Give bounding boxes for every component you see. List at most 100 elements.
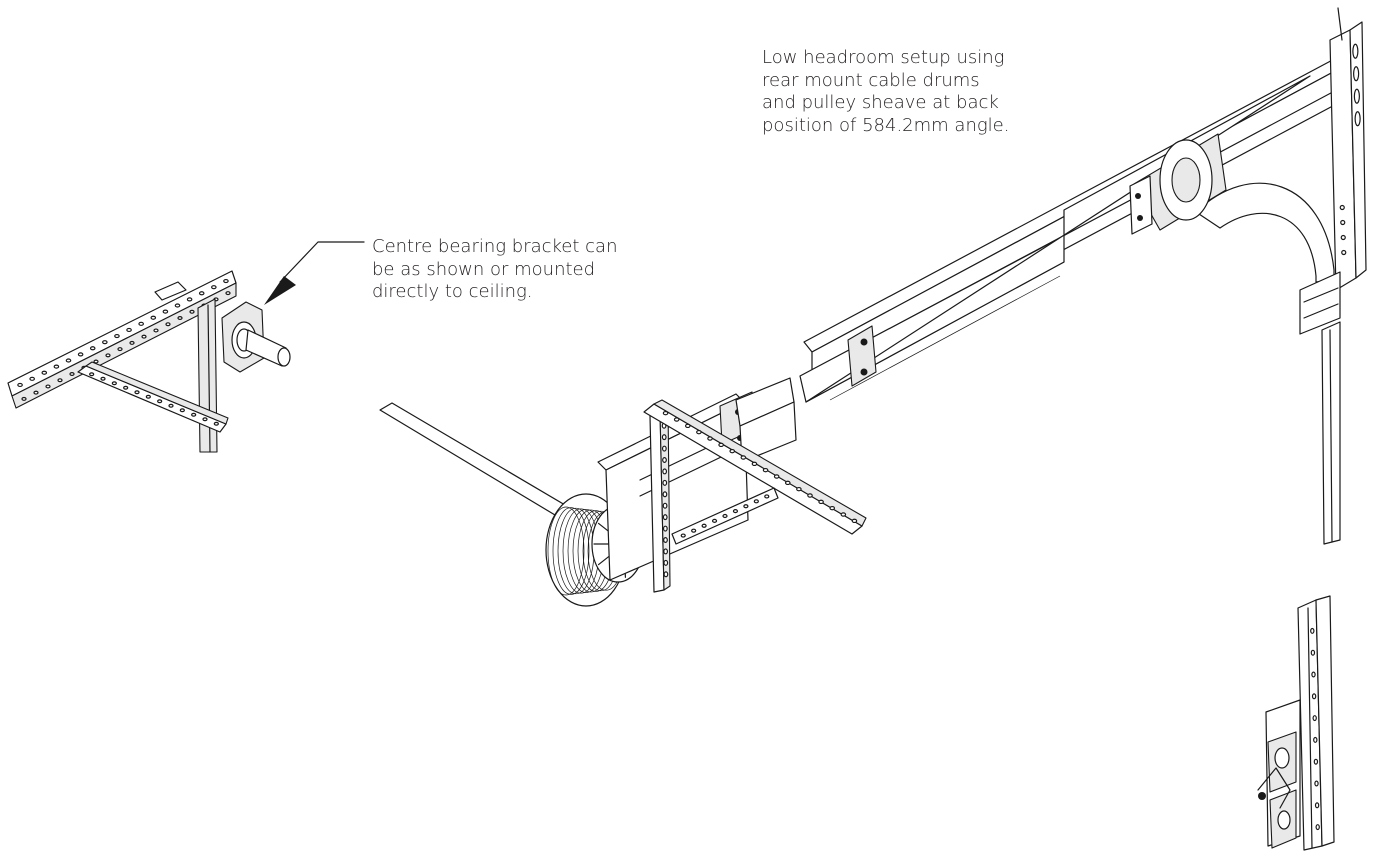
mounting-hole (65, 358, 72, 363)
mounting-hole (729, 448, 736, 454)
pulley-sheave (1129, 133, 1227, 235)
mounting-hole (145, 394, 151, 399)
mounting-hole (150, 315, 157, 320)
mounting-hole (225, 291, 231, 296)
bottom-bracket (1257, 627, 1320, 849)
mounting-hole (732, 509, 739, 514)
mounting-hole (191, 412, 197, 417)
mounting-hole (93, 359, 99, 364)
vertical-angle-post (649, 405, 671, 593)
mounting-hole (1353, 66, 1360, 82)
angle-strap-lower (671, 487, 779, 545)
mounting-hole (696, 429, 702, 435)
mounting-hole (105, 353, 111, 358)
mounting-hole (211, 285, 217, 290)
mounting-hole (198, 291, 205, 296)
vertical-track-upper (1321, 321, 1341, 545)
mounting-hole (751, 461, 758, 467)
mounting-hole (1341, 249, 1347, 256)
angle-strap-diagonal (643, 399, 867, 535)
mounting-hole (764, 494, 770, 499)
mounting-hole (179, 408, 185, 413)
mounting-hole (673, 417, 680, 422)
mounting-hole (165, 322, 171, 327)
splice-plate (847, 325, 877, 387)
mounting-hole (663, 536, 668, 543)
leader-arrowhead (264, 276, 296, 305)
mounting-hole (740, 455, 747, 460)
mounting-hole (1313, 736, 1318, 743)
mounting-hole (762, 467, 769, 473)
mounting-hole (662, 468, 668, 475)
mounting-hole (840, 512, 847, 517)
mounting-hole (41, 370, 48, 375)
mounting-hole (17, 382, 23, 388)
mounting-hole (100, 376, 106, 381)
mounting-hole (157, 399, 163, 404)
mounting-hole (1310, 649, 1316, 656)
mounting-hole (189, 309, 195, 314)
mounting-hole (177, 316, 183, 321)
mounting-hole (1314, 780, 1319, 787)
mounting-hole (818, 499, 824, 505)
mounting-hole (773, 474, 780, 479)
mounting-hole (1340, 219, 1346, 226)
mounting-hole (662, 502, 668, 509)
mounting-hole (1312, 715, 1317, 722)
mounting-hole (186, 297, 193, 302)
leader-line-centre (264, 241, 365, 305)
mounting-hole (202, 417, 208, 422)
angle-strap-long (7, 270, 237, 409)
mounting-hole (661, 445, 667, 452)
drum-groove (552, 507, 590, 595)
mounting-hole (743, 504, 749, 509)
mounting-hole (1340, 234, 1346, 241)
mounting-hole (111, 381, 117, 386)
mounting-hole (753, 499, 759, 504)
torsion-shaft (379, 402, 583, 525)
mounting-hole (69, 372, 75, 377)
mounting-hole (663, 559, 669, 566)
curved-track (1195, 182, 1341, 335)
mounting-hole (162, 309, 169, 314)
mounting-hole (89, 346, 96, 351)
mounting-hole (711, 518, 718, 523)
mounting-hole (126, 327, 132, 333)
mounting-hole (138, 321, 144, 326)
mounting-hole (662, 514, 668, 521)
mounting-hole (141, 334, 147, 339)
mounting-hole (1354, 111, 1361, 127)
mounting-hole (1353, 88, 1360, 104)
mounting-hole (680, 533, 686, 538)
mounting-hole (174, 303, 181, 308)
angle-strap-short (77, 361, 229, 433)
mounting-hole (701, 523, 707, 528)
shaft-stub (245, 329, 291, 367)
mounting-hole (662, 410, 669, 416)
vertical-track-lower (1297, 595, 1335, 851)
centre-bearing-bracket-assembly (7, 270, 291, 453)
mounting-hole (1352, 43, 1359, 59)
mounting-hole (1311, 693, 1317, 700)
mounting-hole (153, 328, 159, 333)
mounting-hole (117, 347, 123, 352)
mounting-hole (53, 364, 60, 369)
mounting-hole (129, 340, 135, 345)
mounting-hole (1314, 802, 1320, 809)
mounting-hole (1339, 204, 1345, 211)
mounting-hole (663, 548, 669, 555)
mounting-hole (33, 390, 39, 395)
mounting-hole (1313, 758, 1319, 765)
mounting-hole (691, 528, 697, 533)
mounting-hole (223, 278, 229, 284)
mounting-hole (662, 479, 668, 486)
mounting-hole (168, 403, 174, 408)
drum-groove (547, 506, 585, 596)
mounting-hole (829, 505, 836, 511)
callout-centre-bearing: Centre bearing bracket can be as shown o… (372, 236, 618, 302)
mounting-hole (77, 352, 84, 357)
mounting-hole (662, 525, 668, 532)
mounting-hole (102, 340, 108, 345)
